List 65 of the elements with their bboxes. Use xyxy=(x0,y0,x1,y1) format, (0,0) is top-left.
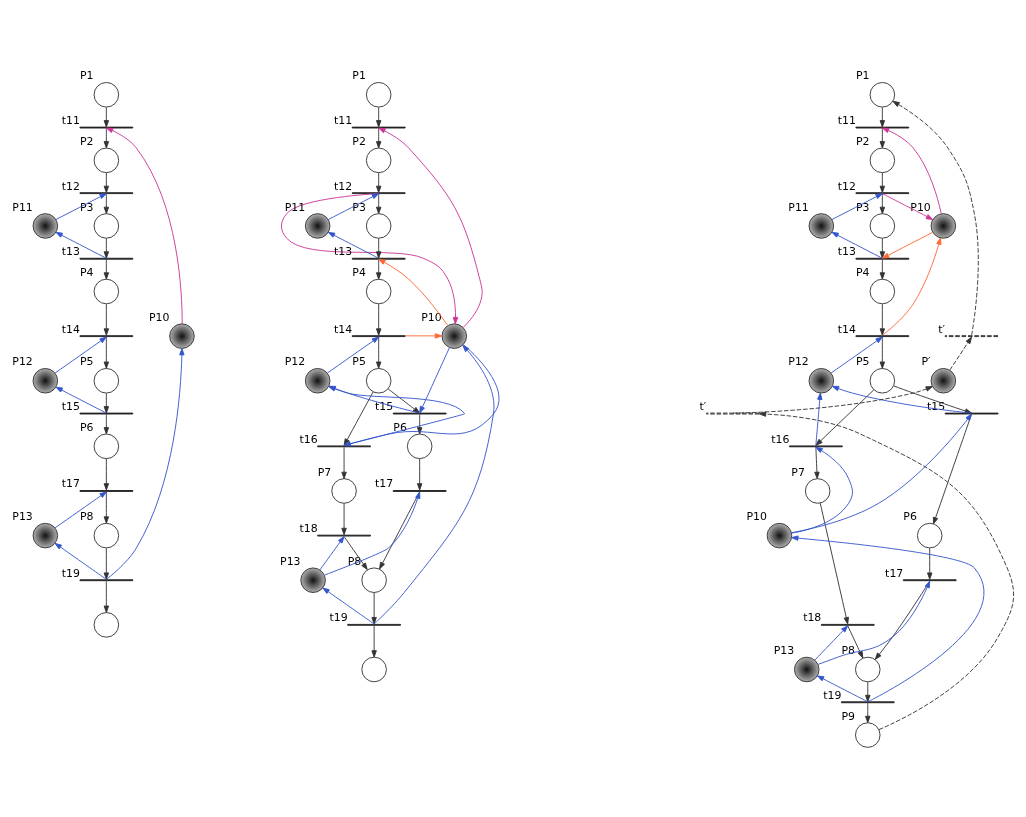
node-label: P9 xyxy=(841,709,855,723)
node-label: P4 xyxy=(80,265,94,279)
node-label: P10 xyxy=(148,310,170,324)
node-label: t12 xyxy=(334,179,353,193)
node-label: P2 xyxy=(80,134,94,148)
node-label: P8 xyxy=(347,554,362,568)
node-label: t16 xyxy=(299,432,318,446)
node-label: P12 xyxy=(12,354,33,368)
node-label: P11 xyxy=(284,200,306,214)
node-label: P11 xyxy=(788,200,809,214)
node-label: P4 xyxy=(352,265,366,279)
node-label: t19 xyxy=(61,566,80,580)
node-label: P3 xyxy=(856,200,870,214)
node-label: P12 xyxy=(788,354,809,368)
node-label: P13 xyxy=(12,509,33,523)
node-label: t14 xyxy=(334,322,353,336)
node-label: t15 xyxy=(375,399,394,413)
node-label: t12 xyxy=(61,179,80,193)
node-label: P2 xyxy=(352,134,366,148)
node-label: t19 xyxy=(329,610,348,624)
node-label: P1 xyxy=(856,68,870,82)
node-label: P7 xyxy=(317,465,332,479)
node-label: P4 xyxy=(856,265,870,279)
node-label: P6 xyxy=(393,420,407,434)
node-label: P1 xyxy=(352,68,366,82)
node-label: t18 xyxy=(803,610,822,624)
node-label: t11 xyxy=(334,113,353,127)
node-label: P13 xyxy=(773,643,795,657)
node-label: t17 xyxy=(885,566,904,580)
node-label: t11 xyxy=(837,113,856,127)
node-label: P7 xyxy=(791,465,805,479)
node-label: t13 xyxy=(334,244,353,258)
node-label: t17 xyxy=(61,476,80,490)
node-label: t15 xyxy=(927,399,946,413)
node-label: P6 xyxy=(80,420,94,434)
node-label: P5 xyxy=(352,354,366,368)
node-label: P13 xyxy=(280,554,301,568)
node-label: t14 xyxy=(837,322,856,336)
node-label: t19 xyxy=(823,688,842,702)
node-label: P1 xyxy=(80,68,94,82)
node-label: P5 xyxy=(856,354,870,368)
node-label: P8 xyxy=(80,509,94,523)
node-label: P3 xyxy=(352,200,366,214)
node-label: P5 xyxy=(80,354,94,368)
node-label: P10 xyxy=(910,200,931,214)
node-label: P3 xyxy=(80,200,94,214)
node-label: P′ xyxy=(921,354,931,368)
node-label: t′ xyxy=(699,399,707,413)
node-label: t15 xyxy=(61,399,80,413)
node-label: P11 xyxy=(12,200,33,214)
node-label: t18 xyxy=(299,521,318,535)
node-label: t16 xyxy=(771,432,790,446)
node-label: t13 xyxy=(61,244,80,258)
node-label: P10 xyxy=(746,509,767,523)
node-label: t12 xyxy=(837,179,856,193)
node-label: P8 xyxy=(841,643,855,657)
node-label: t′ xyxy=(938,322,945,336)
node-label: P10 xyxy=(421,310,442,324)
node-label: t17 xyxy=(375,476,394,490)
node-label: t13 xyxy=(837,244,856,258)
node-label: P12 xyxy=(284,354,306,368)
node-label: P2 xyxy=(856,134,870,148)
node-label: t14 xyxy=(61,322,80,336)
node-label: t11 xyxy=(61,113,80,127)
node-label: P6 xyxy=(903,509,917,523)
